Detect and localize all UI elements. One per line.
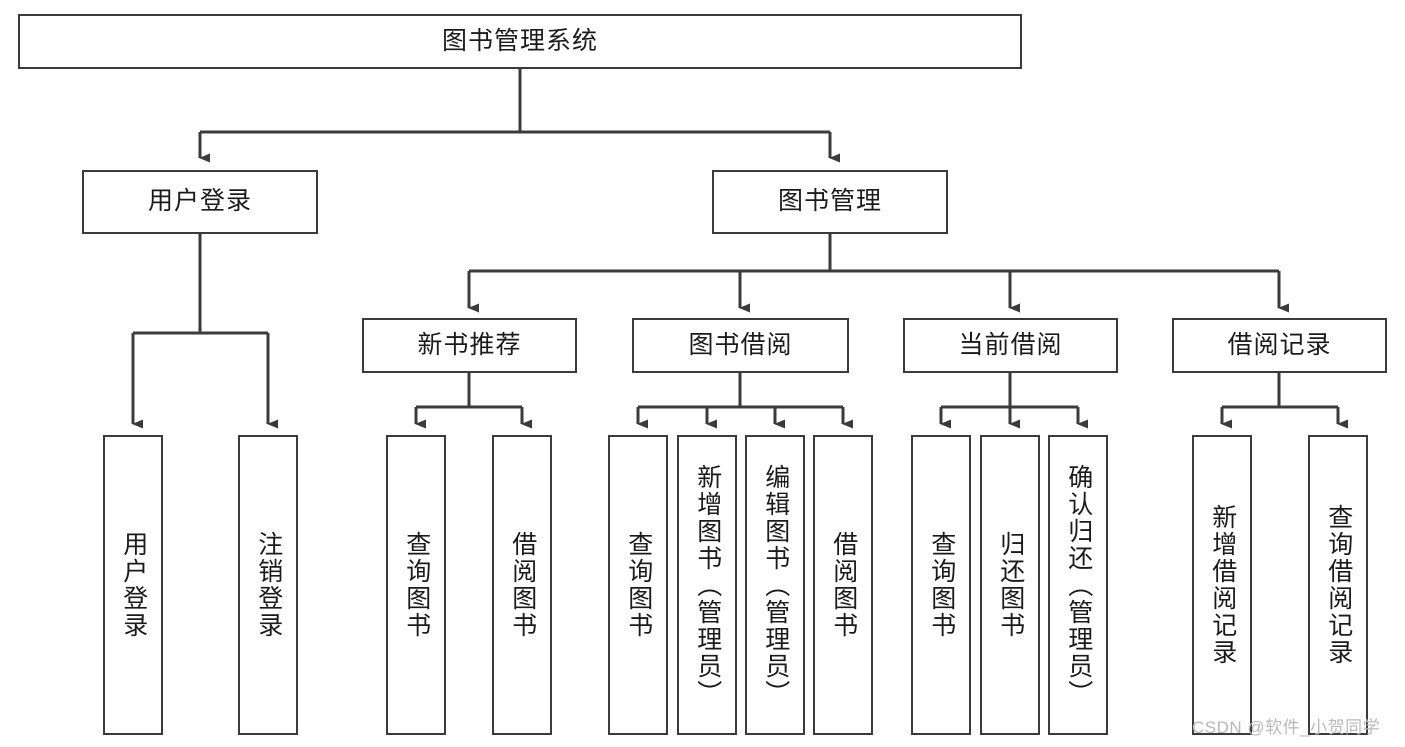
leaf-book-borrow-add-book[interactable]: 新增图书（管理员） [677, 435, 737, 735]
node-book-borrow-label: 图书借阅 [688, 330, 793, 359]
leaf-label: 查询借阅记录 [1324, 504, 1353, 666]
leaf-label: 确认归还（管理员） [1064, 463, 1093, 707]
leaf-label: 用户登录 [119, 531, 148, 639]
leaf-label: 归还图书 [996, 531, 1025, 639]
node-new-book-recommend[interactable]: 新书推荐 [362, 318, 577, 373]
leaf-book-borrow-query-book[interactable]: 查询图书 [608, 435, 668, 735]
leaf-book-borrow-edit-book[interactable]: 编辑图书（管理员） [745, 435, 805, 735]
node-borrow-record-label: 借阅记录 [1227, 330, 1332, 359]
node-borrow-record[interactable]: 借阅记录 [1172, 318, 1387, 373]
leaf-label: 注销登录 [254, 531, 283, 639]
leaf-borrow-record-query-record[interactable]: 查询借阅记录 [1308, 435, 1368, 735]
leaf-label: 新增图书（管理员） [693, 463, 722, 707]
leaf-current-borrow-query-book[interactable]: 查询图书 [911, 435, 971, 735]
leaf-user-login-logout[interactable]: 注销登录 [238, 435, 298, 735]
leaf-borrow-record-add-record[interactable]: 新增借阅记录 [1192, 435, 1252, 735]
leaf-label: 新增借阅记录 [1208, 504, 1237, 666]
leaf-label: 编辑图书（管理员） [761, 463, 790, 707]
node-new-book-recommend-label: 新书推荐 [417, 330, 522, 359]
leaf-new-book-borrow-book[interactable]: 借阅图书 [492, 435, 552, 735]
node-book-management[interactable]: 图书管理 [712, 170, 948, 234]
node-user-login[interactable]: 用户登录 [82, 170, 318, 234]
leaf-user-login-login[interactable]: 用户登录 [103, 435, 163, 735]
node-root-label: 图书管理系统 [441, 26, 598, 55]
node-current-borrow-label: 当前借阅 [958, 330, 1063, 359]
node-book-management-label: 图书管理 [777, 187, 882, 216]
csdn-watermark: CSDN @软件_小贺同学 [1192, 718, 1381, 737]
leaf-new-book-query-book[interactable]: 查询图书 [386, 435, 446, 735]
leaf-current-borrow-return-book[interactable]: 归还图书 [980, 435, 1040, 735]
node-current-borrow[interactable]: 当前借阅 [903, 318, 1118, 373]
node-user-login-label: 用户登录 [147, 187, 252, 216]
leaf-label: 借阅图书 [508, 531, 537, 639]
node-root[interactable]: 图书管理系统 [18, 14, 1022, 69]
leaf-label: 借阅图书 [829, 531, 858, 639]
leaf-label: 查询图书 [927, 531, 956, 639]
node-book-borrow[interactable]: 图书借阅 [632, 318, 849, 373]
leaf-label: 查询图书 [624, 531, 653, 639]
leaf-label: 查询图书 [402, 531, 431, 639]
leaf-current-borrow-confirm-return[interactable]: 确认归还（管理员） [1048, 435, 1108, 735]
leaf-book-borrow-borrow-book[interactable]: 借阅图书 [813, 435, 873, 735]
